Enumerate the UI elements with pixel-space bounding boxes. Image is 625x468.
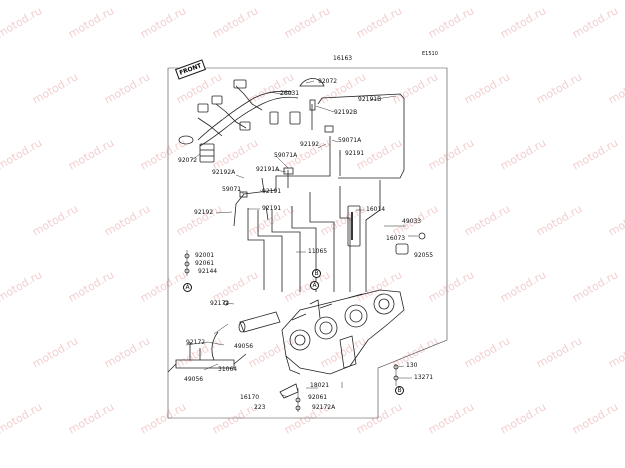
part-label-p92072b: 92072 xyxy=(178,157,198,164)
fuel-rail xyxy=(167,311,281,373)
part-label-p92192_1: 92192 xyxy=(300,141,320,148)
callout-a-body: A xyxy=(310,281,319,290)
throttle-bodies xyxy=(281,289,405,375)
part-label-p92192a: 92192A xyxy=(212,169,236,176)
part-label-p13271: 13271 xyxy=(414,374,434,381)
part-label-p223: 223 xyxy=(254,404,266,411)
part-label-p92172_1: 92172 xyxy=(210,300,230,307)
part-label-p92061_1: 92061 xyxy=(195,260,215,267)
leader-lines xyxy=(191,80,412,398)
part-label-p92191a: 92191A xyxy=(256,166,280,173)
part-label-p92072a: 92072 xyxy=(318,78,338,85)
callout-b-right: B xyxy=(395,386,404,395)
part-label-p49056_2: 49056 xyxy=(184,376,204,383)
part-label-p16073: 16073 xyxy=(386,235,406,242)
part-label-p18021: 18021 xyxy=(310,382,330,389)
figure-code: E1510 xyxy=(422,51,438,57)
assembly-boundary xyxy=(167,67,448,419)
fasteners xyxy=(184,250,399,412)
part-label-p59071: 59071 xyxy=(222,186,242,193)
part-label-p92192b: 92192B xyxy=(334,109,358,116)
part-label-p92191_2: 92191 xyxy=(262,188,282,195)
part-label-p92191_3: 92191 xyxy=(262,205,282,212)
part-label-p92001: 92001 xyxy=(195,252,215,259)
part-label-p92144: 92144 xyxy=(198,268,218,275)
vacuum-hoses xyxy=(233,93,405,292)
part-label-p59071a_1: 59071A xyxy=(338,137,362,144)
part-label-p49033: 49033 xyxy=(402,218,422,225)
part-label-p92061_2: 92061 xyxy=(308,394,328,401)
part-label-p92172a: 92172A xyxy=(312,404,336,411)
part-label-p49056_1: 49056 xyxy=(234,343,254,350)
part-label-p16014: 16014 xyxy=(366,206,386,213)
part-label-p130: 130 xyxy=(406,362,418,369)
part-label-p92191_1: 92191 xyxy=(345,150,365,157)
part-label-p92192_2: 92192 xyxy=(194,209,214,216)
part-label-p92055: 92055 xyxy=(414,252,434,259)
part-label-p92191b: 92191B xyxy=(358,96,382,103)
part-label-p31064: 31064 xyxy=(218,366,238,373)
part-label-p92172_2: 92172 xyxy=(186,339,206,346)
part-label-p16170: 16170 xyxy=(240,394,260,401)
part-label-p26031: 26031 xyxy=(280,90,300,97)
part-label-p11065: 11065 xyxy=(308,248,328,255)
part-label-p16163: 16163 xyxy=(333,55,353,62)
callout-a-left: A xyxy=(183,283,192,292)
part-label-p59071a_2: 59071A xyxy=(274,152,298,159)
sensor-module xyxy=(347,205,426,255)
callout-b-body: B xyxy=(312,269,321,278)
wiring-harness xyxy=(178,78,325,163)
